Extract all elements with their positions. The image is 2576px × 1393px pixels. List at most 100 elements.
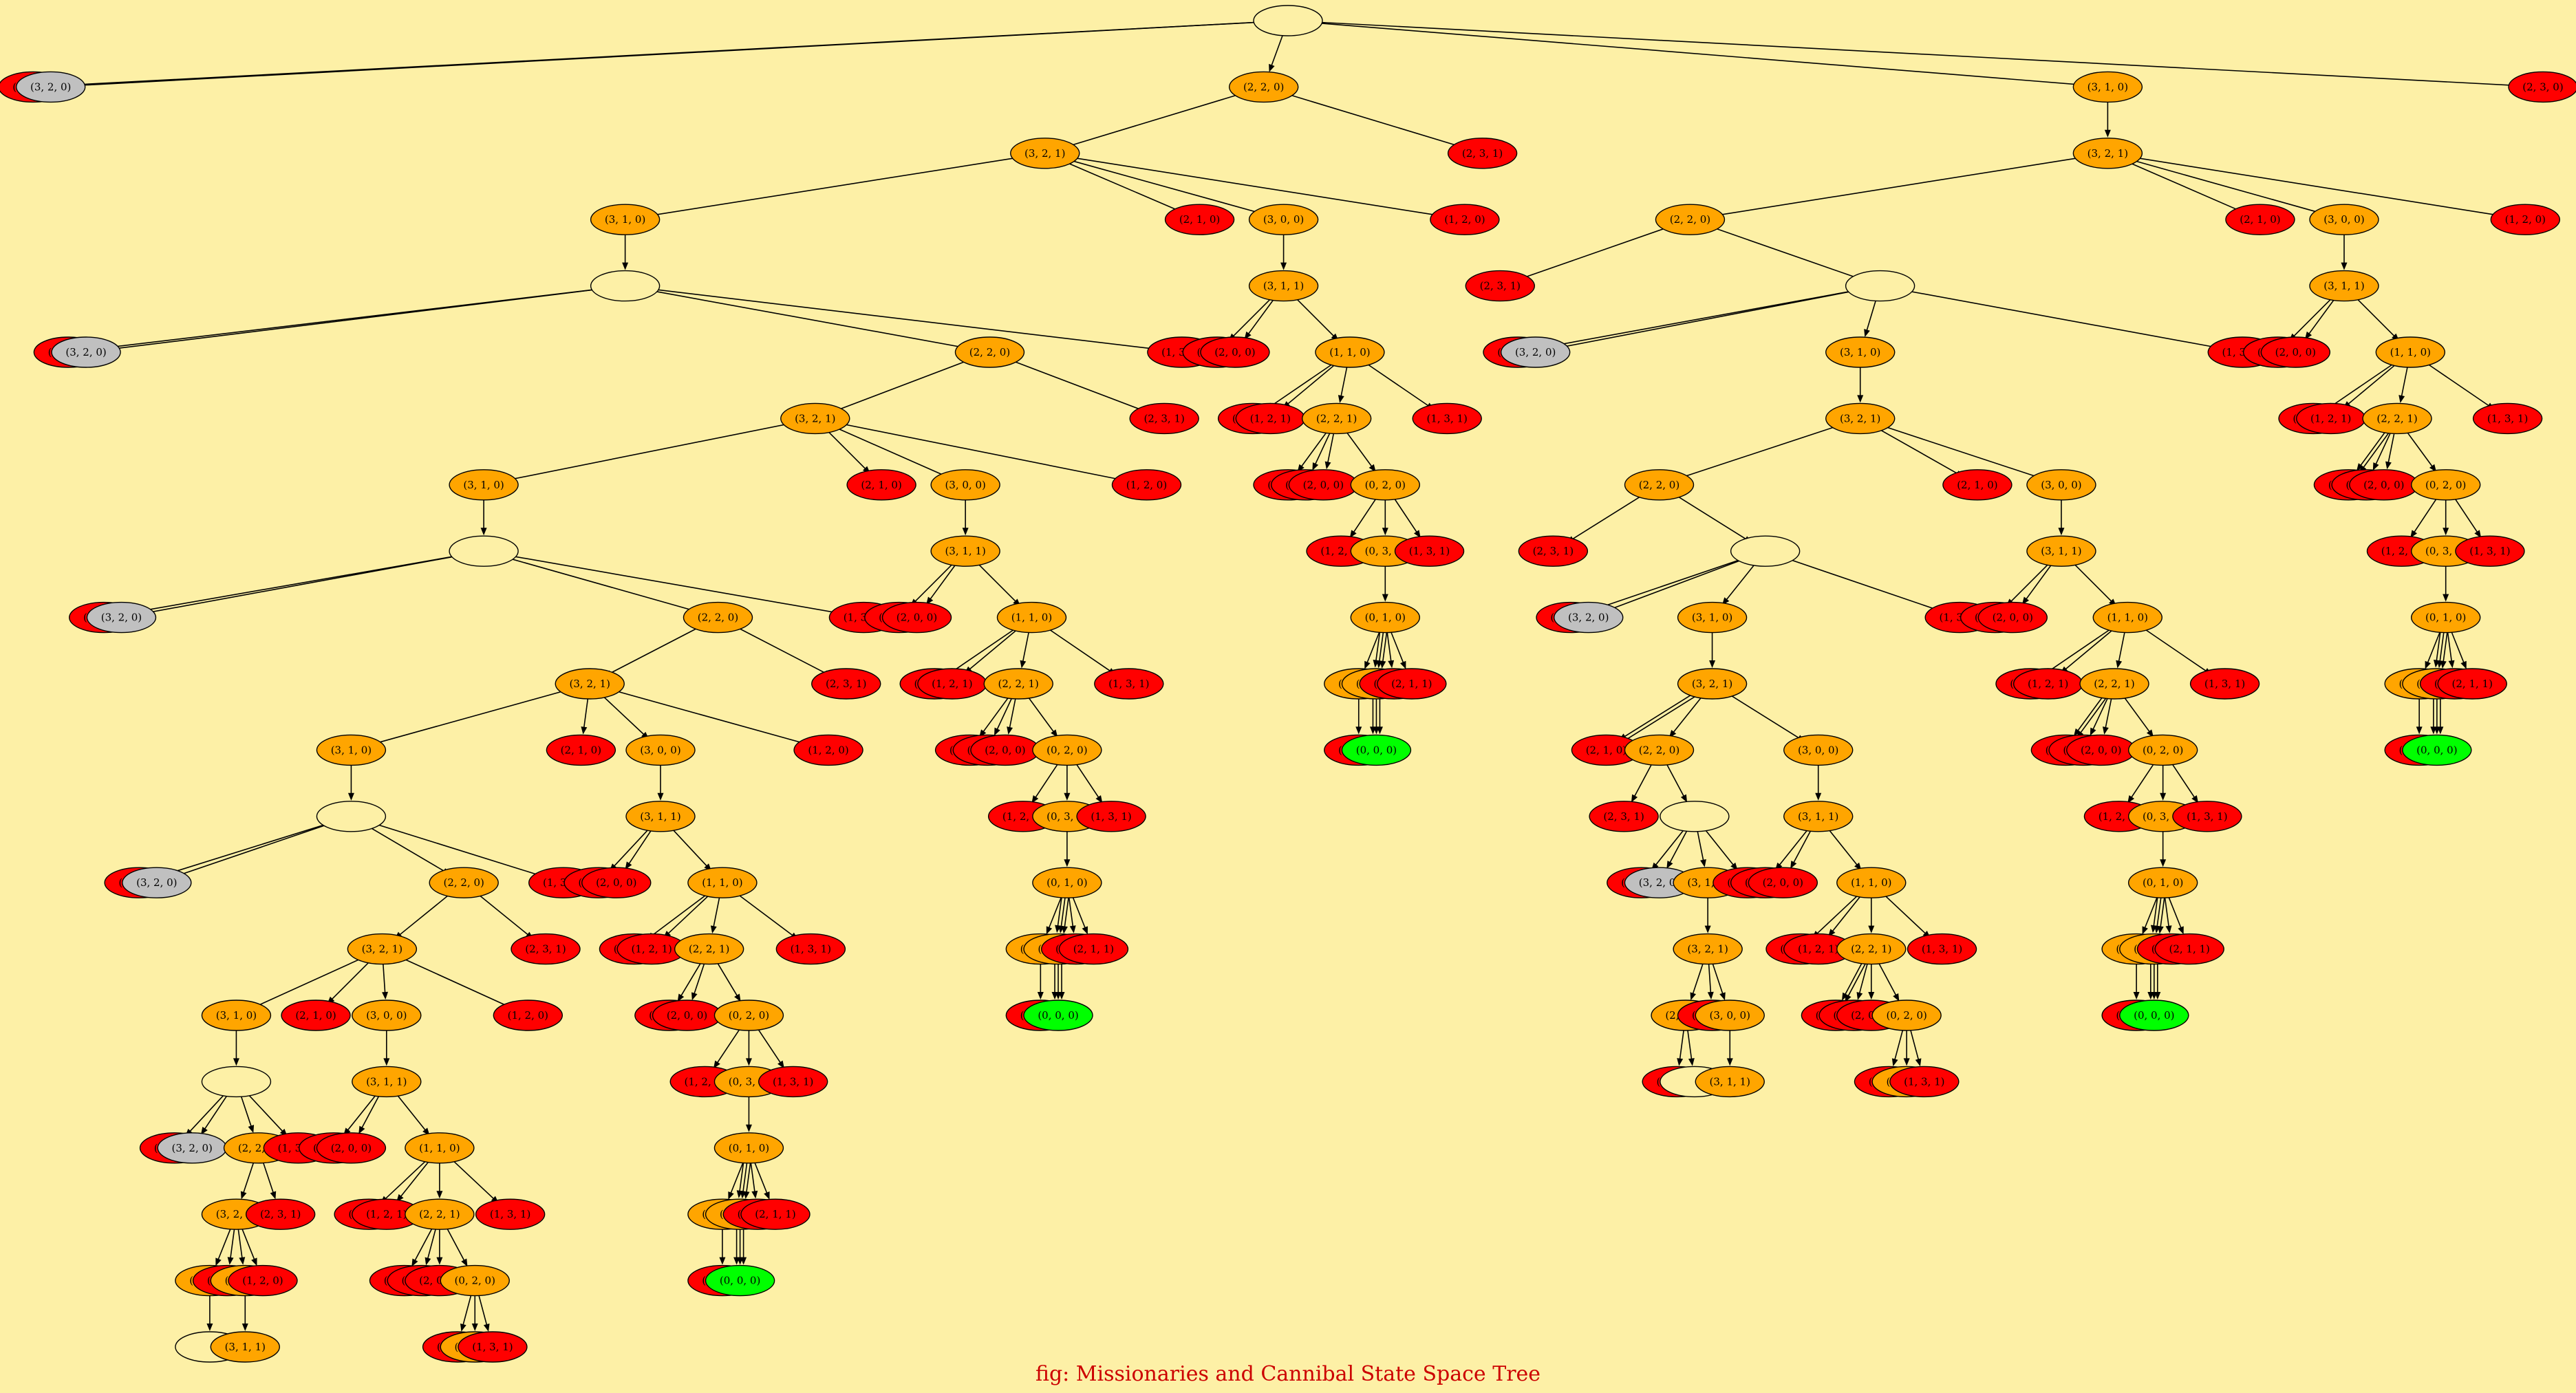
tree-edge xyxy=(1521,224,1677,279)
edge-arrowhead xyxy=(461,1258,468,1267)
tree-edge xyxy=(1027,695,1055,733)
state-node-label: (2, 0, 0) xyxy=(1303,479,1344,491)
tree-edge xyxy=(716,1027,742,1064)
tree-edge xyxy=(1232,296,1274,337)
state-node: (1, 1, 0) xyxy=(405,1132,475,1164)
edge-arrowhead xyxy=(733,1257,740,1265)
state-node-shape xyxy=(1836,867,1907,898)
tree-edge xyxy=(583,698,589,728)
tree-edge xyxy=(731,623,827,675)
state-node xyxy=(1660,801,1730,832)
state-node-shape xyxy=(1673,933,1743,965)
state-node-label: (2, 3, 1) xyxy=(1533,545,1574,557)
state-node-label: (3, 0, 0) xyxy=(1798,744,1838,756)
tree-edge xyxy=(1059,155,1443,217)
state-node-shape xyxy=(122,867,192,898)
edge-arrowhead xyxy=(1857,395,1864,403)
state-node-label: (3, 0, 0) xyxy=(1263,213,1304,226)
tree-edge xyxy=(914,561,956,603)
state-node-label: (3, 0, 0) xyxy=(366,1009,407,1022)
tree-edge xyxy=(347,1092,378,1132)
tree-edge xyxy=(2123,695,2151,733)
tree-edge xyxy=(1058,158,1180,212)
tree-edge xyxy=(2105,698,2112,729)
state-node: (3, 0, 0) xyxy=(625,734,696,766)
tree-edge xyxy=(753,1161,768,1194)
edge-arrowhead xyxy=(1373,660,1380,668)
tree-edge xyxy=(1327,433,1335,464)
tree-edge xyxy=(2025,563,2053,601)
state-node xyxy=(316,801,387,832)
state-node: (1, 1, 0) xyxy=(1315,336,1385,368)
tree-edge xyxy=(2362,431,2390,468)
tree-edge xyxy=(2443,632,2448,663)
edge-arrowhead xyxy=(227,1257,234,1265)
state-node-shape xyxy=(1058,933,1129,965)
state-node-shape xyxy=(930,535,1000,567)
tree-edge xyxy=(929,563,958,601)
state-node-label: (2, 3, 1) xyxy=(1462,147,1503,160)
state-node: (3, 1, 0) xyxy=(2072,71,2143,103)
state-node-shape xyxy=(996,601,1067,634)
state-node-shape xyxy=(1677,601,1748,634)
state-node-shape xyxy=(1094,668,1164,700)
state-node-shape xyxy=(846,469,916,501)
tree-edge xyxy=(713,897,720,928)
state-node: (2, 1, 0) xyxy=(1942,469,2012,501)
state-node-shape xyxy=(1111,469,1182,501)
state-node-label: (3, 2, 0) xyxy=(1639,876,1679,889)
tree-edge xyxy=(1827,828,1858,866)
tree-edge xyxy=(1832,894,1863,933)
edge-arrowhead xyxy=(2398,395,2405,403)
tree-edge xyxy=(982,695,1011,733)
state-node: (0, 1, 0) xyxy=(1350,601,1420,634)
edge-arrowhead xyxy=(2372,462,2379,471)
state-node: (0, 2, 0) xyxy=(2127,734,2198,766)
state-node: (3, 2, 1) xyxy=(1010,138,1080,169)
tree-edge xyxy=(2447,631,2453,662)
state-node-shape xyxy=(2026,535,2096,567)
state-node: (1, 2, 1) xyxy=(352,1198,422,1230)
tree-edge xyxy=(2436,631,2441,662)
edge-arrowhead xyxy=(745,1058,752,1066)
state-node: (3, 2, 1) xyxy=(555,668,625,700)
state-node-shape xyxy=(1907,933,1977,965)
tree-edge xyxy=(1874,422,2041,479)
state-node: (3, 2, 1) xyxy=(1673,933,1743,965)
edge-arrowhead xyxy=(460,1323,466,1332)
state-node-label: (2, 3, 1) xyxy=(525,943,566,955)
tree-edge xyxy=(639,288,969,349)
edge-arrowhead xyxy=(1891,1058,1898,1067)
state-node: (3, 2, 0) xyxy=(1624,867,1695,898)
state-node-shape xyxy=(2225,204,2295,235)
state-node: (3, 2, 0) xyxy=(1554,601,1624,634)
tree-edge xyxy=(1294,296,1335,337)
tree-edge xyxy=(1708,964,1712,994)
state-node: (0, 1, 0) xyxy=(2127,867,2198,898)
state-node: (3, 2, 0) xyxy=(157,1132,227,1164)
state-node: (1, 2, 1) xyxy=(616,933,687,965)
tree-edge xyxy=(1778,828,1810,866)
state-node-label: (3, 2, 1) xyxy=(362,943,402,955)
edge-arrowhead xyxy=(1064,792,1071,801)
tree-edge xyxy=(730,1161,744,1194)
state-node: (3, 0, 0) xyxy=(2026,469,2096,501)
edge-arrowhead xyxy=(1046,926,1053,935)
state-node-label: (3, 1, 0) xyxy=(331,744,372,756)
tree-edge xyxy=(1287,361,1339,405)
tree-edge xyxy=(1858,963,1868,995)
tree-edge xyxy=(996,697,1013,731)
tree-edge xyxy=(1393,497,1418,534)
tree-edge xyxy=(1668,829,1688,864)
state-node xyxy=(1845,270,1915,302)
state-node-shape xyxy=(429,867,499,898)
state-node-label: (0, 2, 0) xyxy=(2143,744,2183,756)
tree-edge xyxy=(1697,830,1704,861)
state-node-shape xyxy=(1465,270,1535,302)
state-node-label: (3, 0, 0) xyxy=(1710,1009,1750,1022)
state-node-label: (2, 2, 0) xyxy=(1639,744,1679,756)
tree-edge xyxy=(603,687,808,745)
state-node-label: (0, 2, 0) xyxy=(1886,1009,1926,1022)
state-node: (1, 1, 0) xyxy=(2092,601,2162,634)
